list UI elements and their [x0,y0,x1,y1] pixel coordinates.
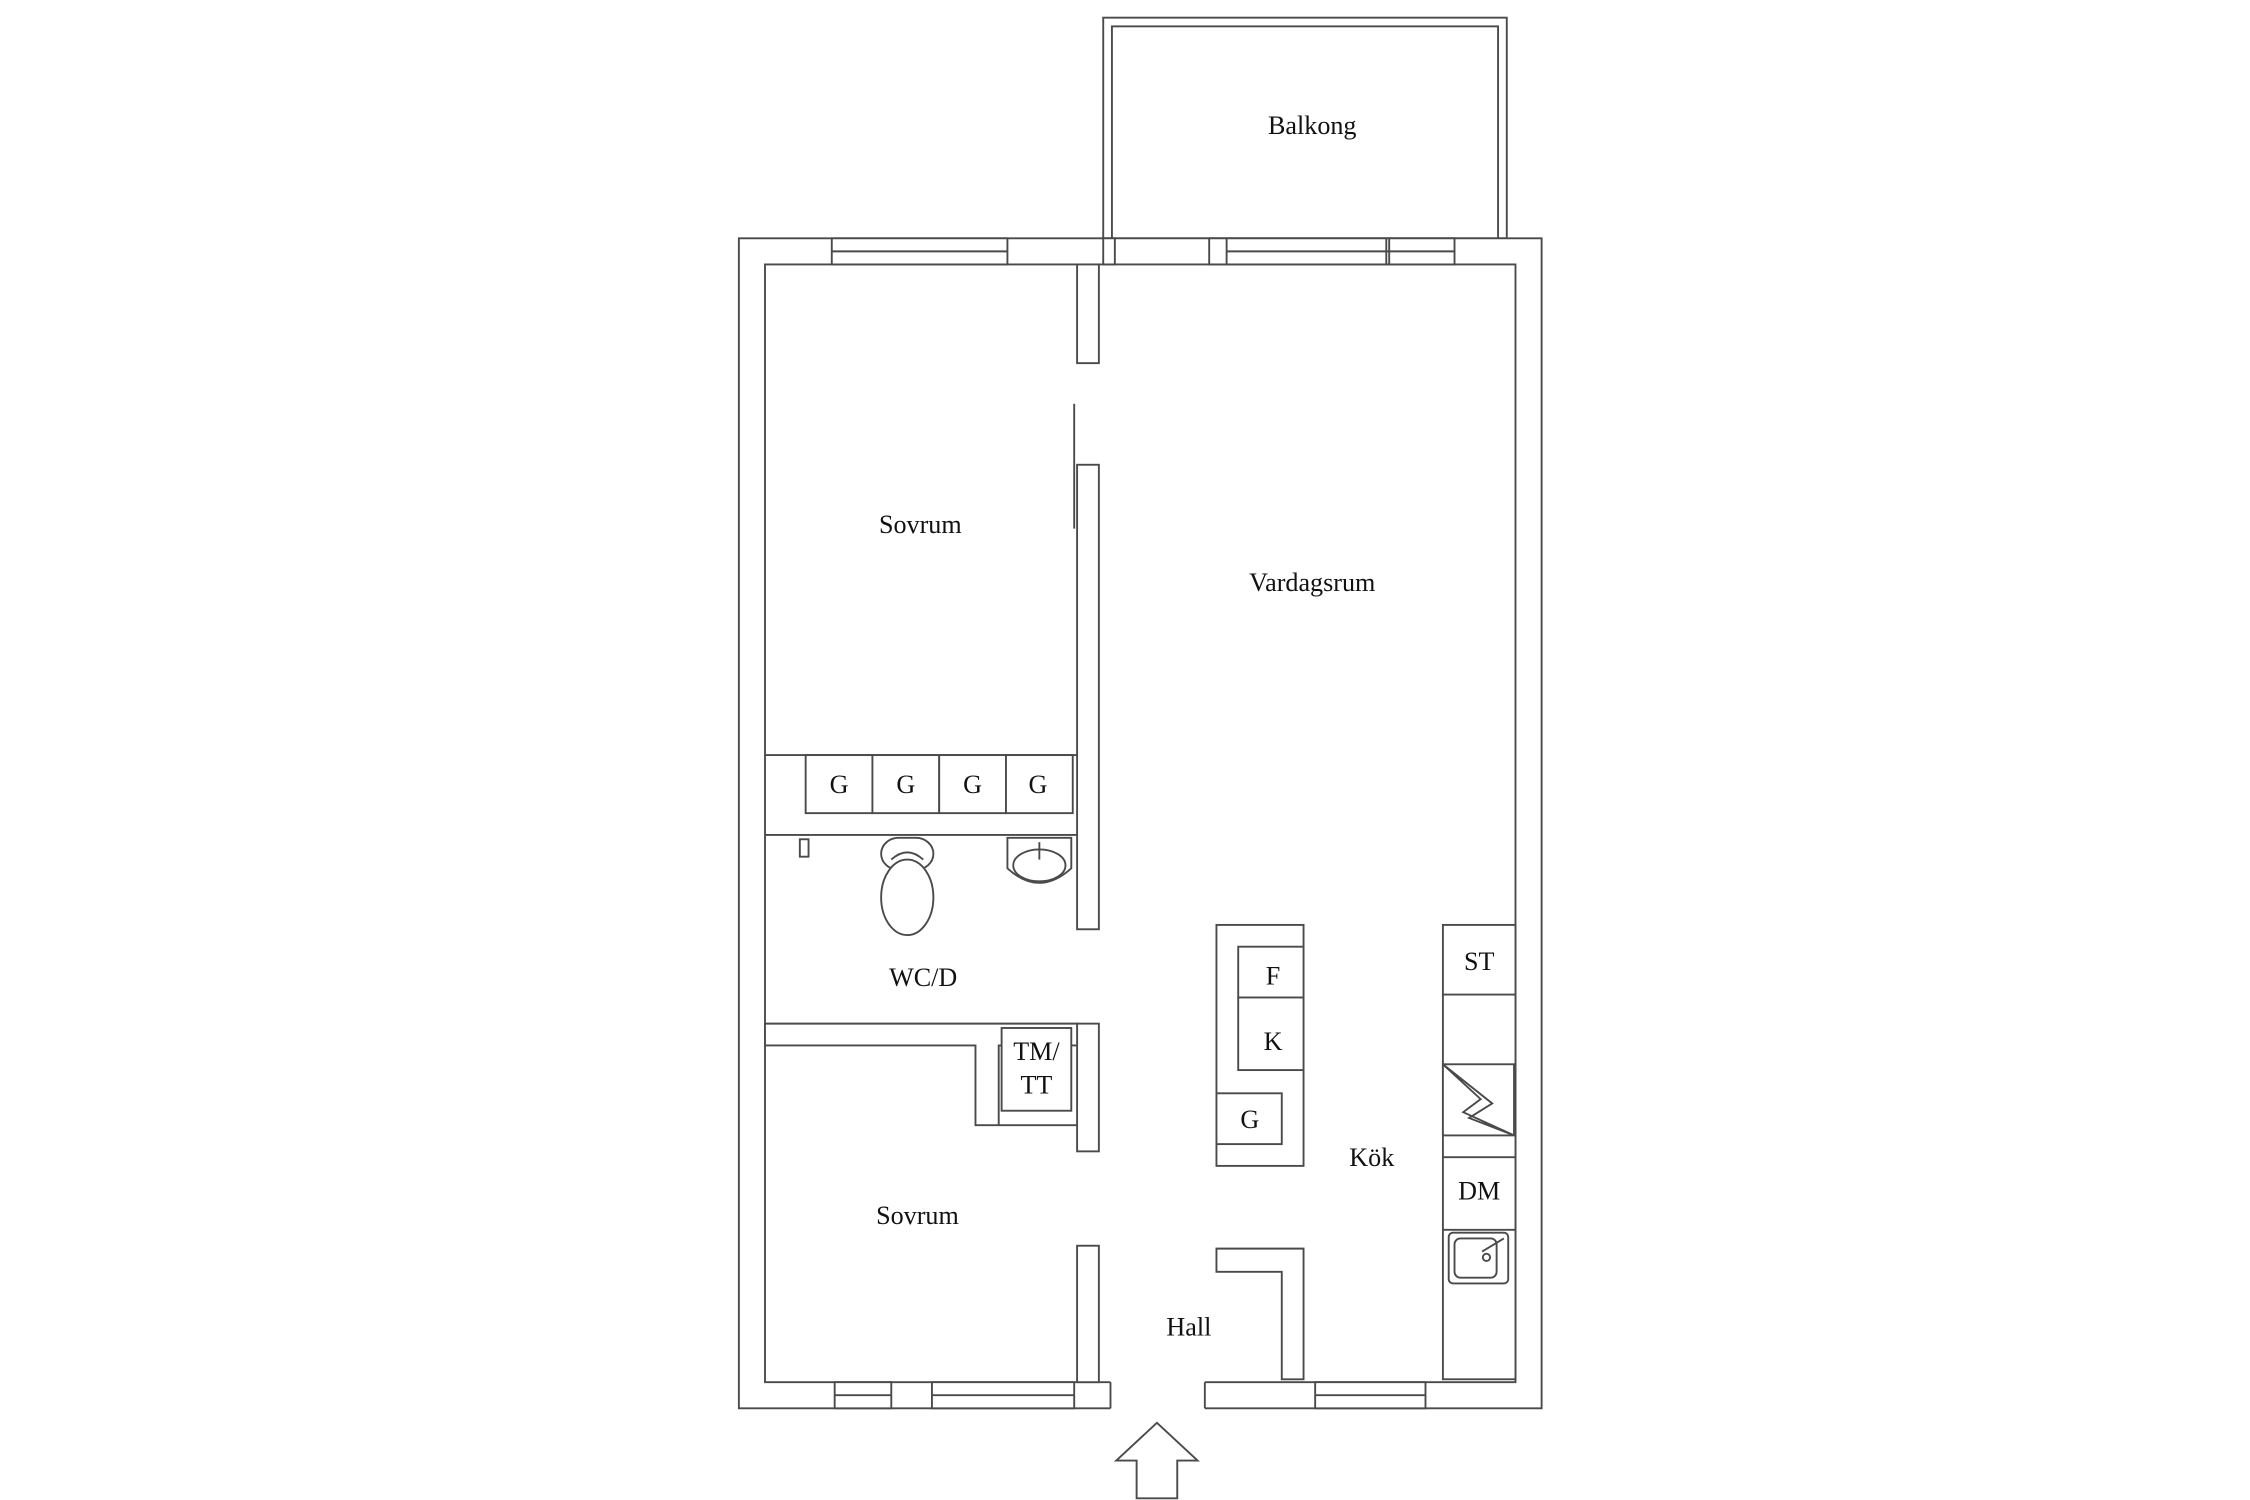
kitchen-sink-icon [1447,1231,1510,1285]
balcony [1102,16,1508,240]
room-label-wc: WC/D [889,963,957,992]
wardrobe-label: G [896,770,915,799]
windows [830,237,1456,1412]
toilet-icon [880,836,935,937]
laundry-label: TM/ [1013,1037,1060,1066]
kitchen-counter: ST DM [1441,923,1517,1381]
freezer-label: K [1264,1027,1283,1056]
shower-head-icon [798,838,810,858]
wardrobes: G G G G [804,754,1074,815]
kitchen-wardrobe-label: G [1240,1105,1259,1134]
stove-label: ST [1464,947,1495,976]
room-label-balcony: Balkong [1268,111,1356,140]
wardrobe-label: G [830,770,849,799]
interior-walls [764,263,1305,1384]
room-label-bedroom: Sovrum [876,1201,959,1230]
kitchen-island: F K G [1215,923,1305,1167]
washbasin-icon [1006,836,1073,884]
laundry-box [1000,1027,1073,1112]
laundry-label: TT [1020,1070,1052,1099]
wardrobe-label: G [1028,770,1047,799]
outer-walls [737,237,1543,1410]
room-label-bedroom: Sovrum [879,510,962,539]
arrow-up-icon [1113,1421,1200,1500]
dishwasher-label: DM [1458,1176,1500,1205]
cooktop-icon [1441,1063,1515,1137]
room-label-hall: Hall [1166,1313,1211,1342]
room-label-kitchen: Kök [1349,1143,1395,1172]
fridge-label: F [1266,961,1281,990]
room-label-living-room: Vardagsrum [1249,568,1375,597]
wardrobe-label: G [963,770,982,799]
